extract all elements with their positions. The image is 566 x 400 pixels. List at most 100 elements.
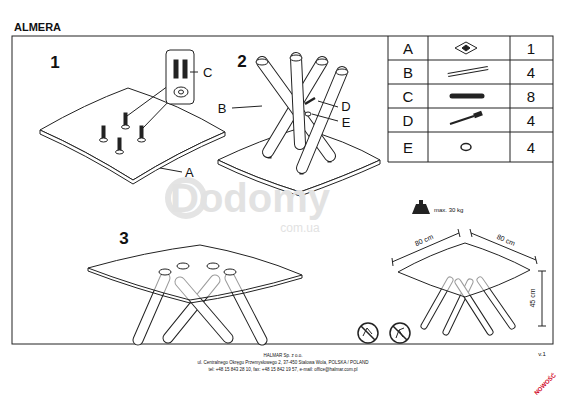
footer-address: tel: +48 15 843 28 10, fax: +48 15 842 1… <box>208 368 357 373</box>
dimension-label: 45 cm <box>529 288 536 307</box>
table-cell: D <box>403 113 414 128</box>
step-1-tabletop <box>179 90 184 94</box>
dimension-drawing <box>392 229 460 266</box>
step-3-assembled-table <box>159 269 171 275</box>
care-icons <box>361 326 375 340</box>
step-2-assembly <box>305 98 315 104</box>
care-icons <box>363 328 372 336</box>
new-stamp: NOWOŚĆ <box>533 372 557 396</box>
step-3-assembled-table <box>224 269 236 275</box>
step-1-tabletop <box>102 113 143 150</box>
step-1-tabletop <box>160 72 198 172</box>
weight-icon <box>419 200 423 204</box>
care-icons <box>390 323 410 343</box>
part-icons <box>462 45 470 51</box>
table-cell: C <box>403 89 414 104</box>
watermark: com.ua <box>280 222 319 234</box>
step-1-tabletop <box>166 50 194 104</box>
part-icons <box>455 42 477 54</box>
part-icons <box>448 68 488 75</box>
sheet-frame <box>12 36 553 344</box>
step-2-assembly <box>262 58 342 168</box>
parts-table <box>388 84 553 85</box>
weight-icon <box>412 204 430 214</box>
step-1-tabletop <box>122 125 130 129</box>
table-cell: B <box>403 65 413 80</box>
part-letter: B <box>218 102 227 115</box>
table-cell: A <box>403 41 413 56</box>
parts-table <box>510 36 511 162</box>
weight-limit: max. 30 kg <box>434 207 463 213</box>
weight-icon <box>412 200 430 214</box>
table-cell: 4 <box>527 65 535 80</box>
table-cell: E <box>403 140 413 155</box>
step-2-assembly <box>296 58 300 144</box>
step-1-tabletop <box>40 50 225 184</box>
step-3-assembled-table <box>207 263 219 269</box>
product-title: ALMERA <box>14 22 61 33</box>
table-cell: 4 <box>527 113 535 128</box>
parts-table <box>428 36 429 162</box>
care-icons <box>358 323 378 343</box>
part-icons <box>450 116 474 124</box>
step-1-tabletop <box>40 88 225 180</box>
step-1-tabletop <box>174 60 178 78</box>
step-number: 2 <box>237 53 246 70</box>
part-icons <box>461 144 471 151</box>
parts-table <box>388 132 553 133</box>
step-1-tabletop <box>124 113 127 125</box>
step-number: 3 <box>119 230 128 247</box>
step-2-assembly <box>232 101 338 121</box>
step-2-assembly <box>305 112 311 116</box>
step-1-tabletop <box>118 138 121 150</box>
step-2-assembly <box>290 55 302 61</box>
step-1-tabletop <box>100 125 146 154</box>
step-number: 1 <box>50 54 59 71</box>
step-1-tabletop <box>40 130 225 184</box>
care-icons <box>358 323 410 343</box>
step-2-assembly <box>336 69 348 75</box>
sheet-frame <box>388 162 553 163</box>
part-letter: D <box>341 100 350 113</box>
dimension-drawing <box>392 229 546 326</box>
table-cell: 8 <box>527 89 535 104</box>
parts-table <box>388 36 553 162</box>
watermark: Dodomy <box>170 178 330 218</box>
step-3-assembled-table <box>88 245 302 340</box>
part-icons <box>448 68 488 75</box>
part-icons <box>452 94 482 99</box>
step-3-assembled-table <box>177 263 189 269</box>
part-letter: A <box>185 166 194 179</box>
table-cell: 4 <box>527 140 535 155</box>
dimension-drawing <box>538 271 546 326</box>
part-letter: E <box>342 116 351 129</box>
step-2-assembly <box>218 55 380 196</box>
step-1-tabletop <box>140 126 143 138</box>
sheet-frame <box>388 36 389 162</box>
footer-address: HALMAR Sp. z o.o. <box>263 354 302 359</box>
part-icons <box>448 42 488 151</box>
dimension-drawing <box>470 229 537 264</box>
step-2-assembly <box>296 58 300 144</box>
part-letter: C <box>203 66 212 79</box>
parts-table <box>388 108 553 109</box>
step-1-tabletop <box>102 126 105 138</box>
sheet-frame <box>12 36 553 344</box>
step-1-tabletop <box>174 87 188 97</box>
step-1-tabletop <box>116 150 124 154</box>
step-3-assembled-table <box>88 268 302 303</box>
dimension-drawing <box>392 229 546 332</box>
care-icons <box>393 326 407 340</box>
care-icons <box>396 328 404 338</box>
table-cell: 1 <box>527 41 535 56</box>
step-3-assembled-table <box>88 245 302 300</box>
part-icons <box>474 113 482 116</box>
step-1-tabletop <box>138 138 146 142</box>
step-1-tabletop <box>183 60 187 78</box>
version-note: v.1 <box>538 351 546 357</box>
step-2-assembly <box>256 59 268 65</box>
footer-address: ul. Centralnego Okręgu Przemysłowego 2, … <box>197 361 368 366</box>
step-1-tabletop <box>127 86 172 128</box>
parts-table <box>388 60 553 61</box>
